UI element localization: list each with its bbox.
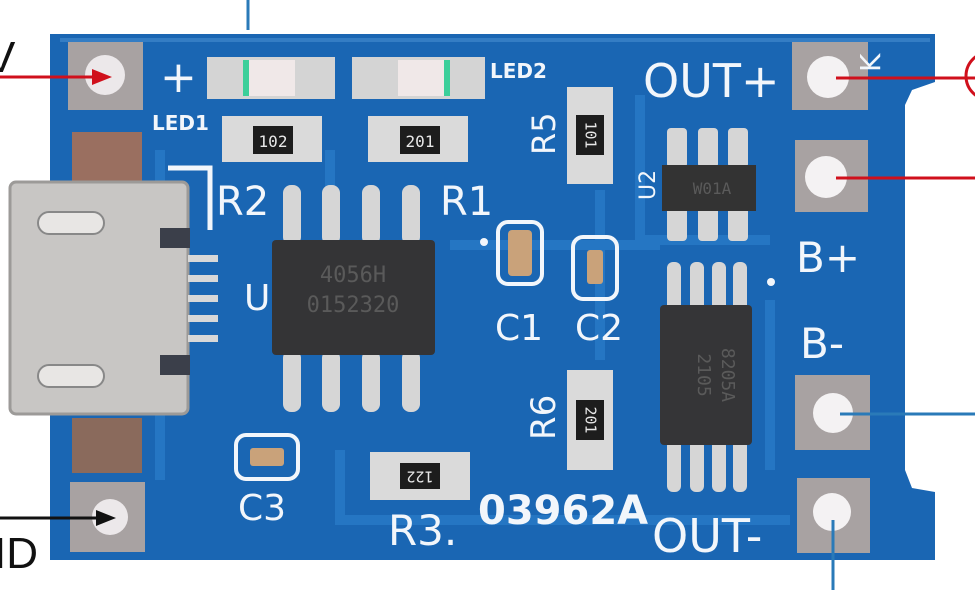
svg-text:102: 102 <box>259 132 288 151</box>
label-k: K <box>854 53 887 72</box>
label-out-minus: OUT- <box>652 509 762 563</box>
label-u2: U2 <box>636 170 661 200</box>
svg-text:101: 101 <box>582 121 600 148</box>
label-r6: R6 <box>524 395 564 440</box>
micro-usb-connector <box>8 180 218 416</box>
label-r3: R3. <box>388 506 457 555</box>
resistor-r5: 101 <box>567 87 613 184</box>
label-led2: LED2 <box>490 59 547 83</box>
resistor-r1: 201 <box>368 116 468 162</box>
pad-out-plus <box>792 42 868 110</box>
capacitor-c1 <box>496 220 544 286</box>
label-r2: R2 <box>216 179 269 225</box>
svg-text:4056H: 4056H <box>320 263 386 288</box>
label-c1: C1 <box>495 308 543 349</box>
capacitor-c3 <box>234 433 300 481</box>
annotation-vin: V <box>0 33 112 85</box>
led1 <box>207 57 335 99</box>
label-b-plus: B+ <box>796 233 860 282</box>
svg-text:201: 201 <box>582 406 600 433</box>
resistor-r3: 122 <box>370 452 470 500</box>
label-c2: C2 <box>575 308 623 349</box>
svg-text:ID: ID <box>0 529 38 578</box>
svg-text:2105: 2105 <box>693 353 714 396</box>
resistor-r2: 102 <box>222 116 322 162</box>
pad-b-plus <box>795 140 868 212</box>
svg-text:201: 201 <box>406 132 435 151</box>
svg-text:W01A: W01A <box>693 179 732 198</box>
label-led1: LED1 <box>152 111 209 135</box>
led2 <box>352 57 485 99</box>
label-r1: R1 <box>440 179 493 225</box>
svg-text:V: V <box>0 33 16 82</box>
silk-dot <box>767 278 775 286</box>
annotation-gnd: ID <box>0 510 116 578</box>
label-c3: C3 <box>238 488 286 529</box>
silk-dot <box>480 238 488 246</box>
charger-ic-u1: 4056H 0152320 <box>272 185 435 412</box>
svg-text:0152320: 0152320 <box>307 293 400 318</box>
board-code: 03962A <box>478 488 648 534</box>
label-b-minus: B- <box>800 319 844 368</box>
label-plus: + <box>160 52 197 103</box>
protection-ic-u2: W01A <box>662 128 756 241</box>
svg-text:122: 122 <box>406 468 433 486</box>
pad-copper-lower <box>72 418 142 473</box>
mosfet-8205a: 8205A 2105 <box>660 262 752 492</box>
label-u1: U <box>244 278 270 319</box>
silk-outline <box>168 165 213 230</box>
svg-text:8205A: 8205A <box>717 348 738 402</box>
annotation-out-plus-line <box>836 55 975 97</box>
capacitor-c2 <box>571 235 619 301</box>
resistor-r6: 201 <box>567 370 613 470</box>
label-out-plus: OUT+ <box>643 54 780 108</box>
label-r5: R5 <box>525 112 563 155</box>
